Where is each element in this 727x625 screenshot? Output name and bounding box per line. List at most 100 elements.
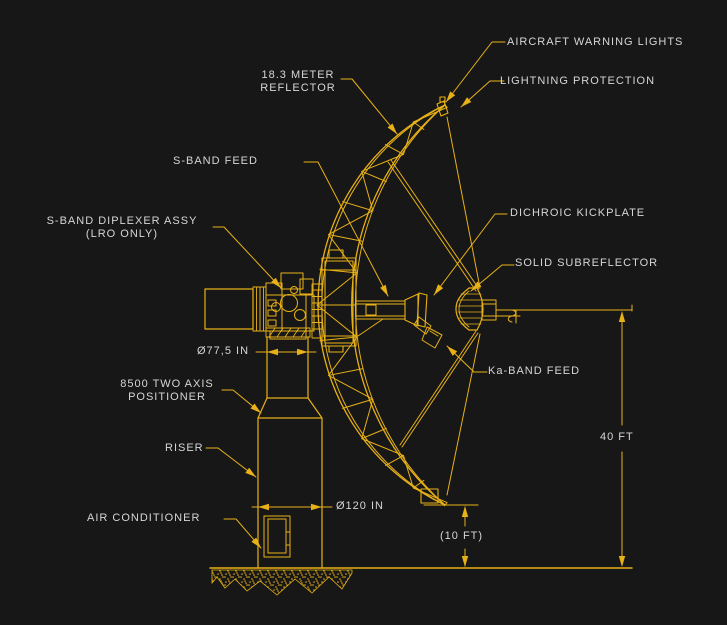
label-positioner-line1: 8500 TWO AXIS <box>120 378 214 390</box>
feed-boom-assembly <box>355 292 443 349</box>
leader-riser-line <box>205 447 257 478</box>
leader-solid-subreflector <box>470 264 515 292</box>
s-band-feed-machinery <box>265 272 315 340</box>
label-ka-band-feed: Ka-BAND FEED <box>488 365 581 377</box>
quadripod-strut-upper-near <box>387 159 480 292</box>
leader-s-band-feed-arrow-icon <box>380 284 388 296</box>
leader-lightning-protection-arrow-icon <box>461 97 472 107</box>
azimuth-bearing-band <box>265 327 311 338</box>
feed-horn-flare <box>404 293 419 327</box>
subreflector-bracket <box>481 299 497 321</box>
leader-reflector-arrow-icon <box>387 123 397 134</box>
label-s-band-diplexer: S-BAND DIPLEXER ASSY (LRO ONLY) <box>32 215 212 241</box>
label-air-conditioner: AIR CONDITIONER <box>87 512 201 524</box>
dim-arrow-up-icon <box>461 506 469 517</box>
feed-detail-circle <box>290 286 298 294</box>
feed-boom <box>355 300 406 320</box>
leader-reflector <box>340 78 398 135</box>
leader-dichroic-kickplate <box>433 213 508 296</box>
label-riser: RISER <box>165 442 204 454</box>
label-solid-subreflector: SOLID SUBREFLECTOR <box>515 257 659 269</box>
dim-arrow-left-icon <box>258 503 269 511</box>
dim-arrow-up-icon <box>618 311 626 322</box>
axis-clamp-detail <box>507 309 517 324</box>
dim-arrow-right-icon <box>311 503 322 511</box>
reflector-bottom-tip <box>420 488 479 506</box>
leader-s-band-diplexer <box>212 226 282 289</box>
quadripod-struts <box>387 116 481 496</box>
positioner-column <box>266 336 309 399</box>
dim-riser-diameter-text: Ø120 IN <box>336 500 384 512</box>
leader-riser <box>205 447 257 478</box>
leader-aircraft-warning-lights <box>445 41 506 103</box>
leader-air-conditioner-line <box>223 518 262 549</box>
dim-axis-height-text: 40 FT <box>600 431 634 443</box>
leader-ka-band-feed-arrow-icon <box>447 346 458 356</box>
label-s-band-diplexer-line2: (LRO ONLY) <box>85 228 159 240</box>
ka-band-feed-horn <box>421 326 443 349</box>
label-reflector-line1: 18.3 METER <box>261 69 335 81</box>
leader-s-band-diplexer-line <box>212 226 282 289</box>
leader-dichroic-kickplate-arrow-icon <box>434 284 444 295</box>
leader-aircraft-warning-lights-line <box>445 41 506 103</box>
leader-solid-subreflector-line <box>470 264 515 292</box>
quadripod-strut-lower-far <box>446 333 481 496</box>
leader-air-conditioner-arrow-icon <box>251 537 261 548</box>
leader-positioner <box>221 389 262 414</box>
label-aircraft-warning-lights: AIRCRAFT WARNING LIGHTS <box>507 36 684 48</box>
leader-riser-arrow-icon <box>245 467 256 477</box>
label-s-band-diplexer-line1: S-BAND DIPLEXER ASSY <box>46 215 198 227</box>
label-positioner: 8500 TWO AXIS POSITIONER <box>108 378 226 404</box>
dim-arrow-left-icon <box>267 348 278 356</box>
subreflector-inner-arc <box>458 290 470 328</box>
label-reflector: 18.3 METER REFLECTOR <box>248 69 348 95</box>
label-dichroic-kickplate: DICHROIC KICKPLATE <box>510 207 646 219</box>
aircraft-warning-light <box>436 96 449 117</box>
diplexer-mount-strip <box>252 286 267 332</box>
leader-ka-band-feed <box>446 345 488 373</box>
leader-aircraft-warning-lights-arrow-icon <box>446 91 456 102</box>
leader-reflector-line <box>340 78 398 135</box>
dim-arrow-right-icon <box>297 348 308 356</box>
quadripod-strut-lower-near <box>399 330 479 448</box>
leader-positioner-line <box>221 389 262 414</box>
feed-detail-circle <box>271 302 281 312</box>
leader-solid-subreflector-arrow-icon <box>471 281 482 291</box>
dim-arrow-down-icon <box>461 556 469 567</box>
leader-s-band-diplexer-arrow-icon <box>271 277 281 288</box>
feed-detail-circle <box>294 309 306 321</box>
dim-ground-clearance-text: (10 FT) <box>440 530 484 542</box>
subreflector-hatch <box>457 293 484 325</box>
leader-lightning-protection-line <box>460 80 505 108</box>
dimensions <box>251 311 626 567</box>
leader-air-conditioner <box>223 518 262 549</box>
ground-earth-hatch <box>211 569 353 596</box>
quadripod-strut-upper-far <box>446 116 481 289</box>
dim-feed-diameter-text: Ø77,5 IN <box>197 345 250 357</box>
reflector-truss-bracing <box>316 103 448 507</box>
s-band-diplexer-box <box>204 288 254 330</box>
leader-lightning-protection <box>460 80 505 108</box>
label-reflector-line2: REFLECTOR <box>260 82 336 94</box>
positioner-taper <box>257 397 323 419</box>
label-leaders <box>205 41 515 549</box>
solid-subreflector-assembly <box>455 287 633 331</box>
feed-detail-circle <box>280 294 298 312</box>
positioner-pedestal <box>257 327 323 569</box>
hub-structure <box>321 249 357 353</box>
reflector-18-3m <box>316 96 479 507</box>
leader-s-band-feed-line <box>303 161 389 297</box>
ka-band-feed-arm <box>413 316 432 335</box>
boom-support-strut <box>357 318 384 337</box>
label-lightning-protection: LIGHTNING PROTECTION <box>500 75 656 87</box>
air-conditioner-unit <box>263 515 291 558</box>
dichroic-kickplate-plate <box>416 292 428 328</box>
leader-dichroic-kickplate-line <box>433 213 508 296</box>
label-positioner-line2: POSITIONER <box>128 391 206 403</box>
label-s-band-feed: S-BAND FEED <box>173 155 258 167</box>
leader-positioner-arrow-icon <box>250 403 261 413</box>
leader-s-band-feed <box>303 161 389 297</box>
leader-ka-band-feed-line <box>446 345 488 373</box>
